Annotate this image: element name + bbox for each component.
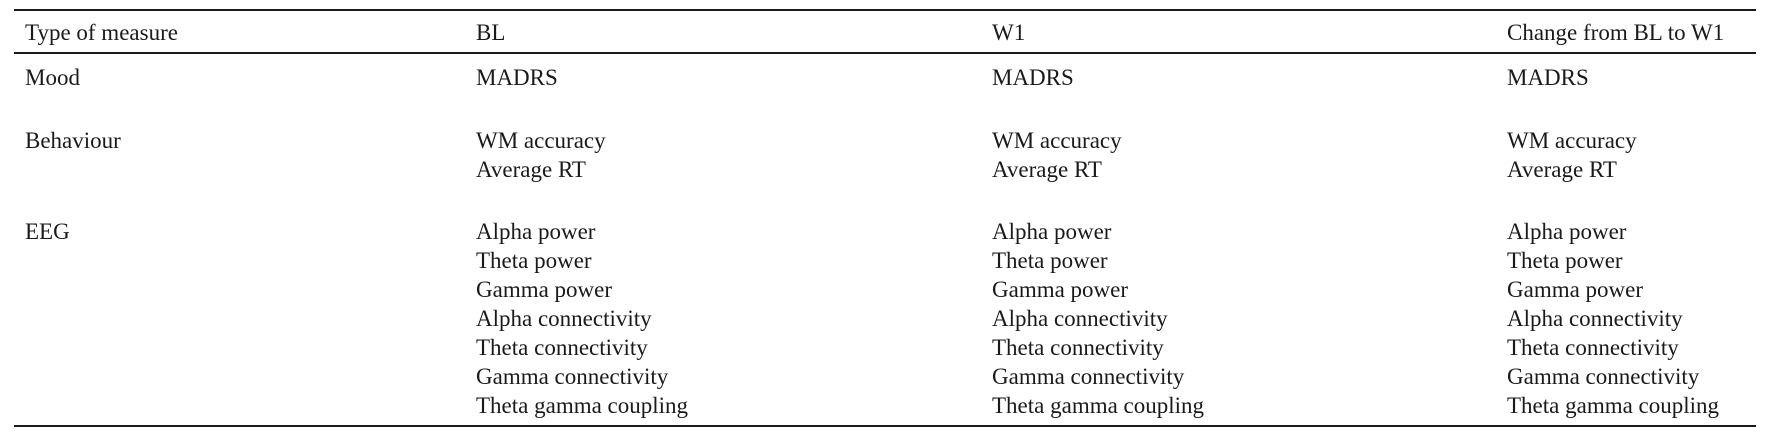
list-item: Alpha power [992, 219, 1112, 244]
list-item: Alpha connectivity [1507, 306, 1683, 331]
row-type-label: EEG [25, 219, 70, 244]
list-item: Theta gamma coupling [476, 393, 689, 418]
list-item: Gamma power [476, 277, 613, 302]
list-item: WM accuracy [476, 128, 606, 153]
change-cell: WM accuracy Average RT [1507, 126, 1637, 184]
list-item: Average RT [476, 157, 586, 182]
list-item: Alpha connectivity [992, 306, 1168, 331]
row-type-label: Mood [25, 65, 80, 90]
bl-cell: Alpha power Theta power Gamma power Alph… [476, 217, 688, 420]
w1-cell: WM accuracy Average RT [992, 126, 1122, 184]
list-item: Alpha power [476, 219, 596, 244]
list-item: Gamma connectivity [1507, 364, 1700, 389]
header-type-of-measure: Type of measure [25, 20, 178, 45]
list-item: Theta gamma coupling [1507, 393, 1720, 418]
list-item: MADRS [476, 65, 558, 90]
w1-cell: Alpha power Theta power Gamma power Alph… [992, 217, 1204, 420]
list-item: Theta connectivity [476, 335, 648, 360]
list-item: Theta connectivity [992, 335, 1164, 360]
list-item: Alpha connectivity [476, 306, 652, 331]
w1-cell: MADRS [992, 63, 1074, 92]
list-item: WM accuracy [992, 128, 1122, 153]
table-header-rule [14, 52, 1756, 54]
list-item: Theta power [1507, 248, 1623, 273]
list-item: Gamma power [1507, 277, 1644, 302]
list-item: Gamma connectivity [476, 364, 669, 389]
list-item: Gamma power [992, 277, 1129, 302]
list-item: MADRS [1507, 65, 1589, 90]
bl-cell: WM accuracy Average RT [476, 126, 606, 184]
header-bl: BL [476, 20, 506, 45]
list-item: Average RT [992, 157, 1102, 182]
bl-cell: MADRS [476, 63, 558, 92]
list-item: Average RT [1507, 157, 1617, 182]
header-w1: W1 [992, 20, 1026, 45]
header-change: Change from BL to W1 [1507, 20, 1725, 45]
change-cell: Alpha power Theta power Gamma power Alph… [1507, 217, 1719, 420]
row-type-label: Behaviour [25, 128, 121, 153]
list-item: Theta connectivity [1507, 335, 1679, 360]
change-cell: MADRS [1507, 63, 1589, 92]
list-item: WM accuracy [1507, 128, 1637, 153]
list-item: Alpha power [1507, 219, 1627, 244]
list-item: MADRS [992, 65, 1074, 90]
list-item: Theta power [992, 248, 1108, 273]
table-top-rule [14, 9, 1756, 11]
list-item: Theta power [476, 248, 592, 273]
list-item: Gamma connectivity [992, 364, 1185, 389]
list-item: Theta gamma coupling [992, 393, 1205, 418]
table-bottom-rule [14, 425, 1756, 427]
